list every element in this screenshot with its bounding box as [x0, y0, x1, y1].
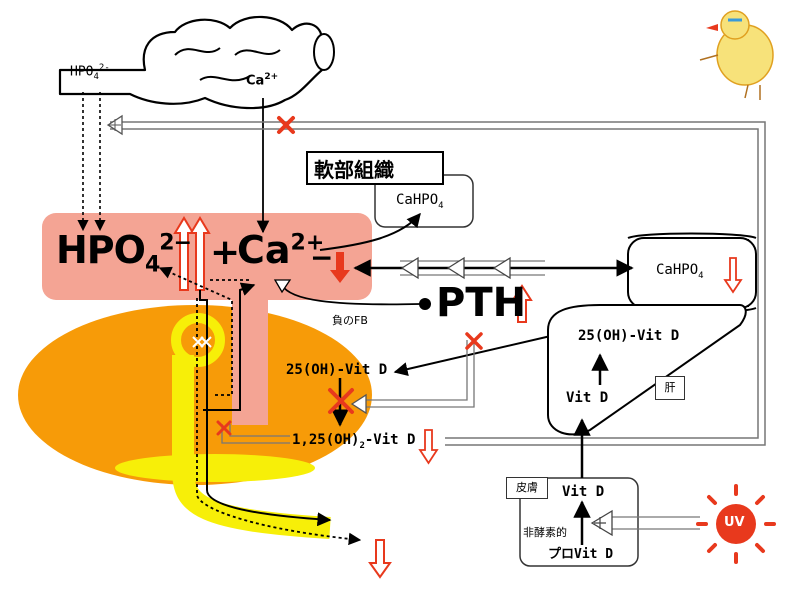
phosphate-excretion-arrow — [196, 298, 362, 546]
down-arrow-icon — [418, 429, 439, 465]
pth-dot — [419, 298, 431, 310]
up-arrow-icon — [511, 284, 533, 323]
soft-tissue-label: 軟部組織 — [314, 158, 394, 182]
negative-feedback-label: 負のFB — [332, 314, 368, 327]
uv-label: UV — [724, 515, 745, 530]
plasma-phosphate-label: HPO42− — [56, 228, 192, 278]
liver-to-kidney-arrow — [393, 334, 556, 376]
down-arrow-icon — [723, 257, 743, 294]
bone-calcitriol-label: 1,25(OH)2-Vit D — [292, 432, 416, 451]
stimulation-arrow-icon — [400, 256, 511, 280]
soft-tissue-salt-label: CaHPO4 — [396, 192, 444, 211]
feedback-loop-outer — [110, 121, 766, 446]
bone-excretion-arrow — [199, 290, 332, 527]
cross-mark-icon — [192, 336, 212, 348]
soft-tissue-label-box — [306, 151, 444, 185]
cross-mark-icon — [216, 420, 232, 436]
pth-stimulation-lines — [360, 340, 475, 408]
stimulation-arrow-icon — [350, 393, 367, 415]
intestine-calcium-label: Ca2+ — [246, 72, 279, 89]
pth-negative-feedback-arrow — [281, 284, 421, 306]
plasma-box — [42, 213, 372, 300]
skin-vitd-label: Vit D — [562, 484, 605, 500]
cross-mark-icon — [328, 388, 354, 414]
pth-label: PTH — [436, 280, 527, 326]
phosphate-resorption-arrow — [158, 266, 233, 396]
soft-tissue-deposit-arrow — [319, 212, 421, 251]
cross-mark-icon — [465, 332, 483, 350]
liver-25ohd-label: 25(OH)-Vit D — [578, 328, 680, 344]
bone-icon — [18, 300, 372, 539]
bone-resorption-arrow — [203, 282, 256, 411]
sun-icon — [696, 484, 776, 564]
bone-25ohd-label: 25(OH)-Vit D — [286, 362, 388, 378]
skin-box — [519, 477, 639, 567]
non-enzymatic-label: 非酵素的 — [523, 526, 567, 539]
cross-mark-icon — [277, 116, 295, 134]
intestine-icon — [58, 15, 335, 110]
intestine-phosphate-label: HPO42- — [70, 63, 110, 82]
stimulation-arrow-icon — [106, 114, 123, 136]
up-arrow-icon — [173, 216, 211, 291]
liver-shape — [547, 304, 747, 436]
skin-label: 皮膚 — [506, 477, 548, 499]
crystal-salt-label: CaHPO4 — [656, 262, 704, 281]
pro-vitd-label: プロVit D — [548, 547, 614, 562]
down-arrow-icon — [330, 252, 350, 283]
down-arrow-icon — [368, 539, 392, 579]
feedback-loop-inner — [110, 128, 759, 439]
chick-icon — [699, 10, 774, 100]
liver-label: 肝 — [655, 376, 685, 400]
minus-sign-label: − — [310, 241, 334, 274]
plasma-calcium-label: Ca2+ — [237, 228, 325, 272]
liver-vitd-label: Vit D — [566, 390, 609, 406]
plus-label: + — [210, 232, 241, 273]
stimulation-arrow-icon — [590, 509, 613, 537]
